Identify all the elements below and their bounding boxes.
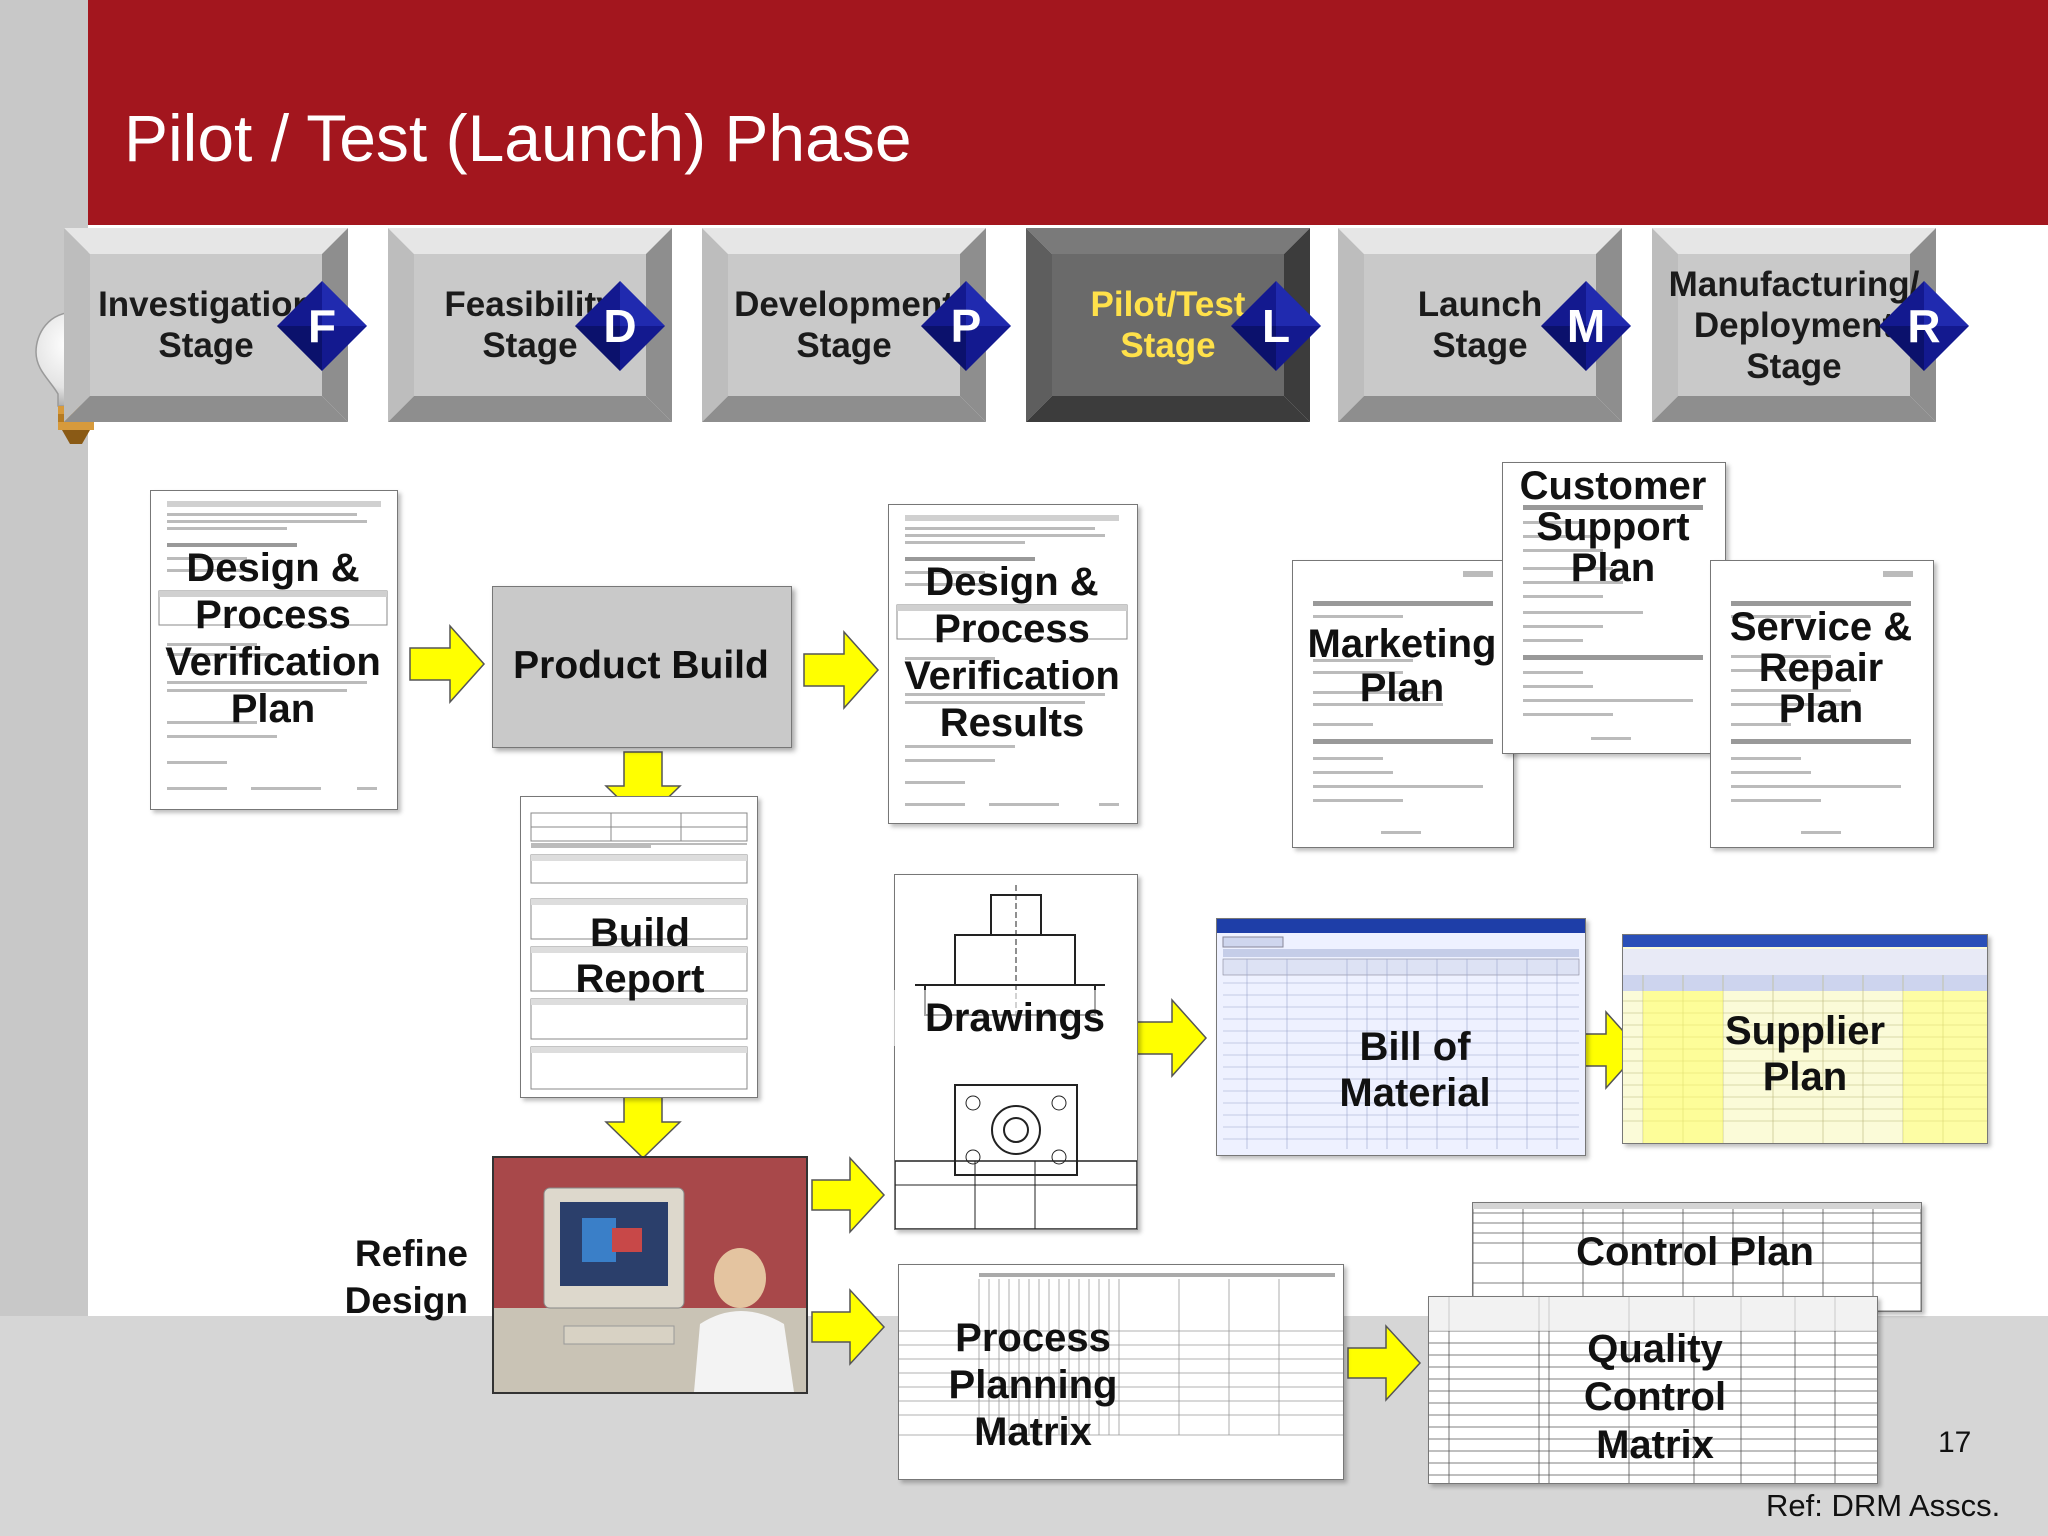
arrow-to-drawings <box>811 1156 886 1234</box>
build-report-label: Build Report <box>575 911 705 1001</box>
gate-diamond-p: P <box>921 281 1011 371</box>
build-report-document <box>520 796 758 1098</box>
stage-bevel <box>702 228 986 422</box>
service-repair-plan-document <box>1710 560 1934 848</box>
stage-3: Development Stage <box>702 228 986 422</box>
verification-plan-document <box>150 490 398 810</box>
arrow-to-process-planning-matrix <box>811 1288 886 1366</box>
service-repair-plan-label: Service & Repair Plan <box>1729 604 1913 731</box>
verification-plan-label: Design & Process Verification Plan <box>165 546 381 731</box>
drawings-document <box>894 874 1138 1230</box>
refine-design-label: Refine Design <box>344 1233 468 1321</box>
stage-bevel <box>1338 228 1622 422</box>
slide-title: Pilot / Test (Launch) Phase <box>124 101 912 175</box>
stage-bevel <box>1652 228 1936 422</box>
reference-label: Ref: DRM Asscs. <box>1766 1488 2001 1523</box>
gate-letter: P <box>950 300 982 352</box>
gate-diamond-shape <box>1879 281 1969 371</box>
verification-results-document <box>888 504 1138 824</box>
gate-diamond-shape <box>277 281 367 371</box>
gate-diamond-f: F <box>277 281 367 371</box>
gate-letter: R <box>1907 300 1941 352</box>
quality-control-matrix-document <box>1428 1296 1878 1484</box>
page-number: 17 <box>1938 1426 1972 1459</box>
gate-diamond-shape <box>921 281 1011 371</box>
gate-diamond-shape <box>1231 281 1321 371</box>
gate-diamond-shape <box>1541 281 1631 371</box>
gate-letter: F <box>307 300 337 352</box>
gate-diamond-l: L <box>1231 281 1321 371</box>
arrow-to-quality-control-matrix <box>1347 1324 1422 1402</box>
process-planning-matrix-document <box>898 1264 1344 1480</box>
drawings-label: Drawings <box>894 990 1136 1046</box>
stage-label: Launch Stage <box>1417 285 1543 365</box>
stage-label: Manufacturing/ Deployment Stage <box>1668 264 1920 386</box>
stage-5: Launch Stage <box>1338 228 1622 422</box>
stage-bevel <box>1026 228 1310 422</box>
gate-diamond-r: R <box>1879 281 1969 371</box>
verification-results-label: Design & Process Verification Results <box>904 560 1120 745</box>
marketing-plan-label: Marketing Plan <box>1307 622 1497 710</box>
stage-4: Pilot/Test Stage <box>1026 228 1310 422</box>
supplier-plan-label: Supplier Plan <box>1724 1009 1886 1099</box>
stage-1: Investigation Stage <box>64 228 348 422</box>
customer-support-plan-label: Customer Support Plan <box>1519 463 1707 590</box>
stage-label: Investigation Stage <box>98 285 314 365</box>
product-build-label: Product Build <box>513 644 769 687</box>
bill-of-material-document <box>1216 918 1586 1156</box>
quality-control-matrix-label: Quality Control Matrix <box>1583 1327 1727 1467</box>
customer-support-plan-document <box>1502 462 1726 754</box>
arrow-to-bill-of-material <box>1131 998 1208 1078</box>
stage-label: Development Stage <box>734 285 954 365</box>
arrow-to-product-build <box>409 624 486 704</box>
stage-bevel <box>64 228 348 422</box>
title-bar <box>88 0 2048 225</box>
arrow-to-verification-results <box>803 630 880 710</box>
gate-letter: M <box>1566 300 1606 352</box>
control-plan-document <box>1472 1202 1922 1312</box>
process-planning-matrix-label: Process Planning Matrix <box>948 1315 1118 1454</box>
product-build-box <box>492 586 792 748</box>
refine-design-photo <box>492 1156 808 1394</box>
stage-label: Feasibility Stage <box>444 285 616 365</box>
bill-of-material-label: Bill of Material <box>1339 1025 1491 1115</box>
gate-diamond-shape <box>575 281 665 371</box>
gate-diamond-m: M <box>1541 281 1631 371</box>
gate-letter: L <box>1261 300 1291 352</box>
control-plan-label: Control Plan <box>1576 1229 1814 1274</box>
marketing-plan-document <box>1292 560 1514 848</box>
gate-diamond-d: D <box>575 281 665 371</box>
stage-6: Manufacturing/ Deployment Stage <box>1652 228 1936 422</box>
gate-letter: D <box>603 300 637 352</box>
supplier-plan-document <box>1622 934 1988 1144</box>
stage-label: Pilot/Test Stage <box>1090 285 1246 365</box>
